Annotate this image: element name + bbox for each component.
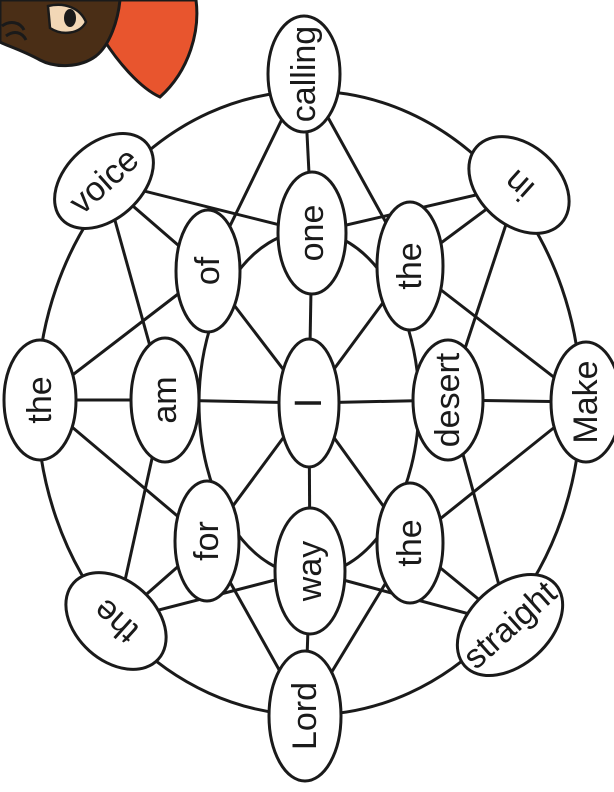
word-label: for <box>188 521 226 561</box>
center-word-bubble: I <box>277 337 341 469</box>
word-label: one <box>293 205 331 262</box>
word-label: way <box>291 541 329 602</box>
word-bubble-shape <box>375 200 445 332</box>
outer-word-bubble: the <box>2 338 78 462</box>
word-label: Make <box>567 360 605 443</box>
word-bubble-shape <box>267 649 343 783</box>
word-bubble-shape <box>64 571 168 671</box>
inner-word-bubble: am <box>129 336 201 464</box>
inner-word-bubble: for <box>173 479 241 603</box>
outer-word-bubble: in <box>467 135 571 235</box>
word-bubble-shape <box>467 135 571 235</box>
word-bubble-shape <box>375 481 445 605</box>
inner-word-bubble: way <box>273 506 347 636</box>
word-bubble-shape <box>273 506 347 636</box>
word-bubble-shape <box>2 338 78 462</box>
word-bubble-shape <box>174 208 242 334</box>
word-label: the <box>391 242 429 289</box>
word-label: the <box>391 519 429 566</box>
inner-word-bubble: of <box>174 208 242 334</box>
outer-word-bubble: voice <box>53 132 155 230</box>
outer-word-bubble: calling <box>266 14 342 134</box>
word-label: Lord <box>286 682 324 750</box>
word-bubble-shape <box>276 170 348 296</box>
word-bubble-shape <box>549 340 614 464</box>
word-label: I <box>288 398 330 409</box>
outer-word-bubble: Lord <box>267 649 343 783</box>
inner-word-bubble: one <box>276 170 348 296</box>
inner-word-bubble: the <box>375 200 445 332</box>
word-bubble-shape <box>173 479 241 603</box>
inner-word-bubble: the <box>375 481 445 605</box>
word-label: desert <box>429 352 467 447</box>
inner-word-bubble: desert <box>411 338 485 462</box>
word-bubble-shape <box>455 573 565 677</box>
word-label: am <box>146 376 184 423</box>
word-bubble-shape <box>277 337 341 469</box>
word-bubble-shape <box>129 336 201 464</box>
word-bubble-shape <box>411 338 485 462</box>
outer-word-bubble: straight <box>455 573 565 677</box>
word-label: of <box>189 256 227 285</box>
word-label: the <box>21 376 59 423</box>
word-label: calling <box>285 26 323 122</box>
cartoon-figure-icon <box>0 0 199 99</box>
outer-word-bubble: the <box>64 571 168 671</box>
word-bubble-shape <box>266 14 342 134</box>
outer-word-bubble: Make <box>549 340 614 464</box>
word-bubble-shape <box>53 132 155 230</box>
